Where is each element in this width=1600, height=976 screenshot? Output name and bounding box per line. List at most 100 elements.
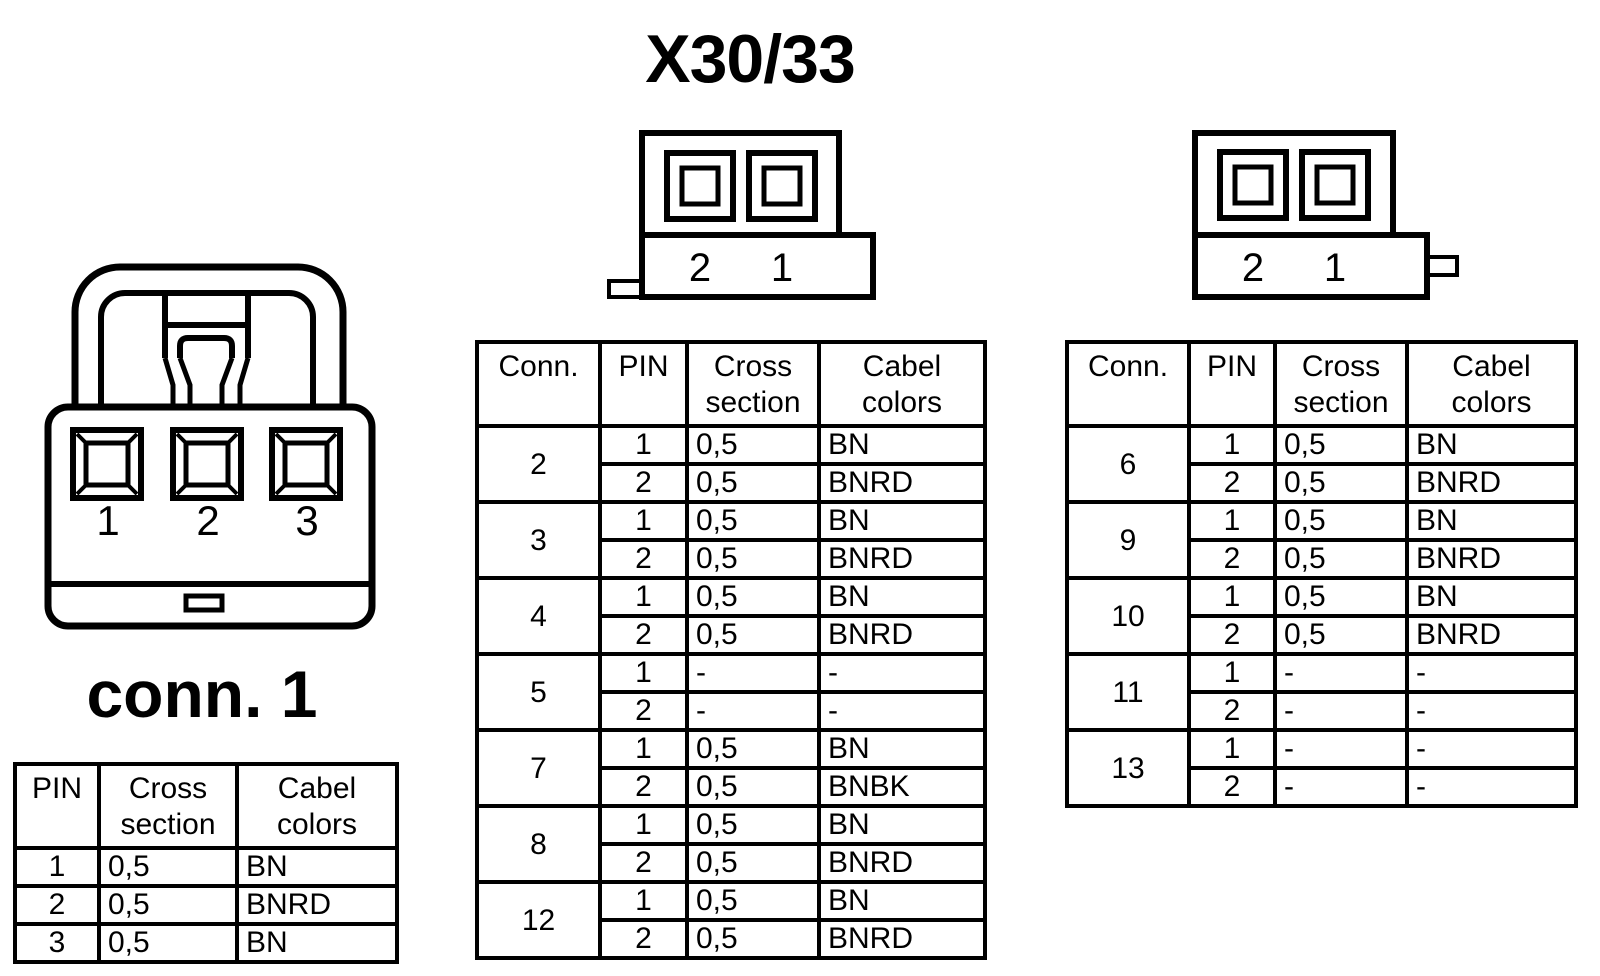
header-conn: Conn. (475, 340, 602, 428)
cable-color-cell: BN (817, 728, 987, 770)
pin-label: 2 (689, 246, 711, 290)
connector-number-cell: 5 (475, 652, 602, 732)
cable-color-cell: BN (817, 804, 987, 846)
connector-b-drawing: 2 1 (1192, 130, 1459, 300)
pin-number-cell: 2 (598, 538, 689, 580)
pin-number-cell: 1 (1187, 500, 1277, 542)
cable-color-cell: BN (235, 922, 399, 964)
cross-section-cell: 0,5 (1273, 500, 1409, 542)
cable-color-cell: - (1405, 690, 1578, 732)
cross-section-cell: - (1273, 690, 1409, 732)
cable-color-cell: - (1405, 766, 1578, 808)
table-row: 2-- (477, 690, 987, 732)
page-title: X30/33 (645, 21, 856, 97)
cable-color-cell: BNRD (817, 918, 987, 960)
pin-label: 2 (196, 497, 220, 544)
pin-label: 1 (96, 497, 120, 544)
cable-color-cell: BNRD (817, 614, 987, 656)
cross-section-cell: 0,5 (685, 728, 821, 770)
cross-section-cell: 0,5 (685, 500, 821, 542)
cable-color-cell: BNRD (1405, 538, 1578, 580)
cross-section-cell: 0,5 (685, 538, 821, 580)
connector-base (1192, 232, 1430, 300)
connector-number-cell: 10 (1065, 576, 1191, 656)
pin-number-cell: 2 (1187, 766, 1277, 808)
header-pin: PIN (598, 340, 689, 428)
cross-section-cell: 0,5 (685, 918, 821, 960)
cable-color-cell: BNBK (817, 766, 987, 808)
cross-section-cell: 0,5 (685, 880, 821, 922)
header-row: Conn. PIN Cross section Cabel colors (475, 340, 987, 428)
pin-number-cell: 1 (598, 500, 689, 542)
table-row: 2-- (1067, 766, 1578, 808)
header-row: PIN Cross section Cabel colors (13, 762, 399, 850)
pin-number-cell: 2 (1187, 614, 1277, 656)
pin-number-cell: 2 (1187, 538, 1277, 580)
connector-number-cell: 13 (1065, 728, 1191, 808)
connector-number-cell: 11 (1065, 652, 1191, 732)
pin-number-cell: 1 (598, 424, 689, 466)
connector-number-cell: 2 (475, 424, 602, 504)
conn1-connector-drawing (44, 263, 376, 630)
cross-section-cell: 0,5 (685, 842, 821, 884)
connector-base (639, 232, 876, 300)
cable-color-cell: BNRD (1405, 462, 1578, 504)
pin-number-cell: 2 (598, 842, 689, 884)
pin-number-cell: 3 (13, 922, 101, 964)
cable-color-cell: - (817, 690, 987, 732)
cable-color-cell: BN (1405, 424, 1578, 466)
pin-number-cell: 2 (598, 918, 689, 960)
connector-number-cell: 6 (1065, 424, 1191, 504)
pin-label: 3 (295, 497, 319, 544)
cable-color-cell: BNRD (817, 842, 987, 884)
pin-number-cell: 2 (598, 690, 689, 732)
pin-label: 1 (1324, 246, 1346, 290)
cable-color-cell: - (817, 652, 987, 694)
cable-color-cell: BN (817, 880, 987, 922)
cable-color-cell: BNRD (817, 462, 987, 504)
cross-section-cell: 0,5 (97, 884, 239, 926)
pin-number-cell: 1 (598, 880, 689, 922)
pin-number-cell: 1 (13, 846, 101, 888)
pin-number-cell: 2 (598, 766, 689, 808)
header-cross-section: Cross section (97, 762, 239, 850)
connector-number-cell: 7 (475, 728, 602, 808)
connector-a-drawing: 2 1 (607, 130, 876, 300)
cable-color-cell: - (1405, 728, 1578, 770)
header-cable-colors: Cabel colors (235, 762, 399, 850)
cross-section-cell: - (685, 690, 821, 732)
cable-color-cell: BN (1405, 500, 1578, 542)
cable-color-cell: BN (817, 424, 987, 466)
connector-number-cell: 12 (475, 880, 602, 960)
pin-number-cell: 1 (598, 804, 689, 846)
cable-color-cell: BN (235, 846, 399, 888)
pin-number-cell: 2 (13, 884, 101, 926)
cable-color-cell: BN (1405, 576, 1578, 618)
mounting-tab (1425, 255, 1459, 277)
cross-section-cell: - (1273, 652, 1409, 694)
connector-number-cell: 4 (475, 576, 602, 656)
cable-color-cell: - (1405, 652, 1578, 694)
table-row: 2-- (1067, 690, 1578, 732)
cross-section-cell: 0,5 (685, 804, 821, 846)
cable-color-cell: BN (817, 500, 987, 542)
pin-number-cell: 2 (598, 614, 689, 656)
pin-number-cell: 1 (1187, 576, 1277, 618)
cross-section-cell: 0,5 (1273, 614, 1409, 656)
cable-color-cell: BN (817, 576, 987, 618)
